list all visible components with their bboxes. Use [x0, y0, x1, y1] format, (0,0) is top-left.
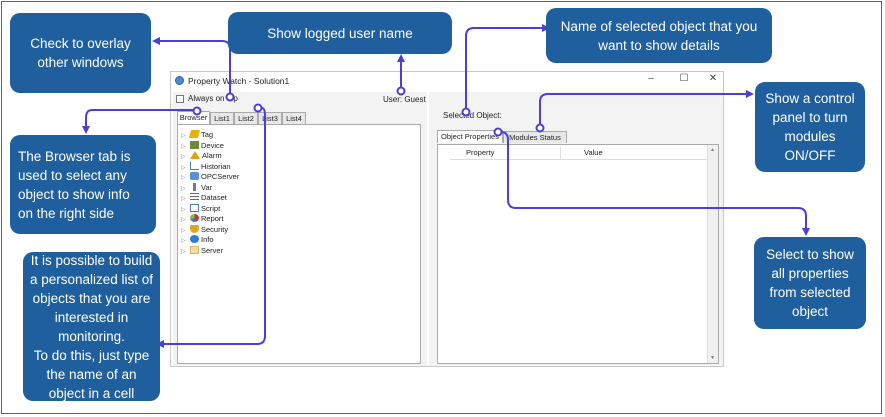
script-icon	[190, 203, 199, 212]
server-icon	[190, 245, 199, 254]
device-icon	[190, 140, 199, 149]
dot-properties	[493, 127, 503, 137]
callout-lists: It is possible to build a personalized l…	[23, 252, 160, 401]
left-pane: Always on top User: Guest Browser List1 …	[173, 92, 427, 366]
security-icon	[190, 224, 199, 233]
tab-object-properties[interactable]: Object Properties	[437, 130, 503, 143]
connector-control-panel	[539, 93, 749, 127]
callout-browser-tab: The Browser tab is used to select any ob…	[10, 135, 156, 234]
tree-item-report[interactable]: ▷Report	[181, 214, 224, 223]
tree-item-security[interactable]: ▷Security	[181, 224, 229, 234]
dot-selected	[461, 107, 471, 117]
tab-modules-status[interactable]: Modules Status	[503, 131, 567, 143]
scroll-up-icon[interactable]: ▲	[710, 147, 715, 153]
historian-icon	[190, 161, 199, 170]
scroll-down-icon[interactable]: ▼	[710, 355, 715, 361]
tree-item-historian[interactable]: ▷Historian	[181, 161, 231, 171]
dot-modules	[535, 123, 545, 133]
arrowhead-user	[397, 54, 405, 62]
connector-properties	[500, 131, 807, 231]
app-icon	[175, 76, 184, 85]
tab-list4[interactable]: List4	[282, 112, 306, 124]
opcserver-icon	[190, 172, 199, 180]
right-pane: Selected Object: Object Properties Modul…	[429, 92, 723, 366]
arrowhead-control-panel	[746, 90, 754, 98]
grid-header: Property Value	[450, 147, 712, 160]
user-label: User: Guest	[383, 95, 426, 104]
tree-item-opcserver[interactable]: ▷OPCServer	[181, 172, 240, 181]
alarm-icon	[190, 151, 200, 159]
selected-object-label: Selected Object:	[443, 111, 502, 120]
var-icon	[193, 182, 196, 191]
arrowhead-overlay	[152, 37, 160, 45]
info-icon	[190, 235, 199, 243]
maximize-button[interactable]: ☐	[679, 73, 689, 84]
dot-always-on-top	[225, 92, 235, 102]
tree-item-device[interactable]: ▷Device	[181, 140, 224, 150]
tree-item-tag[interactable]: ▷Tag	[181, 130, 214, 139]
callout-overlay: Check to overlay other windows	[10, 13, 151, 93]
tree-item-script[interactable]: ▷Script	[181, 203, 221, 213]
tree-item-var[interactable]: ▷Var	[181, 182, 213, 192]
report-icon	[190, 214, 199, 222]
tree-item-dataset[interactable]: ▷Dataset	[181, 193, 227, 202]
callout-control-panel: Show a control panel to turn modules ON/…	[755, 82, 865, 172]
properties-grid: Property Value ▲ ▼	[437, 144, 719, 364]
browser-tree: ▷Tag ▷Device ▷Alarm ▷Historian ▷OPCServe…	[177, 124, 421, 364]
dot-user	[396, 86, 406, 96]
property-watch-window: Property Watch - Solution1 – ☐ ✕ Always …	[170, 71, 724, 367]
tab-list1[interactable]: List1	[210, 112, 234, 124]
vertical-scrollbar[interactable]: ▲ ▼	[707, 145, 718, 363]
window-title: Property Watch - Solution1	[188, 76, 290, 86]
tree-item-alarm[interactable]: ▷Alarm	[181, 151, 222, 160]
always-on-top-label: Always on top	[188, 94, 238, 103]
connector-browser	[85, 109, 195, 129]
connector-overlay	[157, 40, 231, 95]
arrowhead-browser	[82, 126, 90, 134]
arrowhead-properties	[802, 228, 810, 236]
column-value: Value	[584, 148, 603, 157]
always-on-top-checkbox[interactable]	[176, 95, 184, 103]
tree-item-info[interactable]: ▷Info	[181, 235, 214, 244]
title-bar: Property Watch - Solution1 – ☐ ✕	[171, 72, 723, 90]
tab-list2[interactable]: List2	[234, 112, 258, 124]
connector-selected	[465, 27, 545, 111]
arrowhead-lists	[156, 340, 164, 348]
callout-user: Show logged user name	[228, 12, 452, 54]
column-property: Property	[466, 148, 495, 157]
dot-browser	[192, 106, 202, 116]
close-button[interactable]: ✕	[708, 73, 718, 84]
minimize-button[interactable]: –	[648, 73, 654, 84]
callout-properties: Select to show all properties from selec…	[754, 237, 866, 329]
dot-lists	[253, 103, 263, 113]
tree-item-server[interactable]: ▷Server	[181, 245, 224, 255]
dataset-icon	[190, 193, 199, 201]
connector-lists	[161, 107, 266, 345]
callout-selected: Name of selected object that you want to…	[546, 8, 772, 63]
